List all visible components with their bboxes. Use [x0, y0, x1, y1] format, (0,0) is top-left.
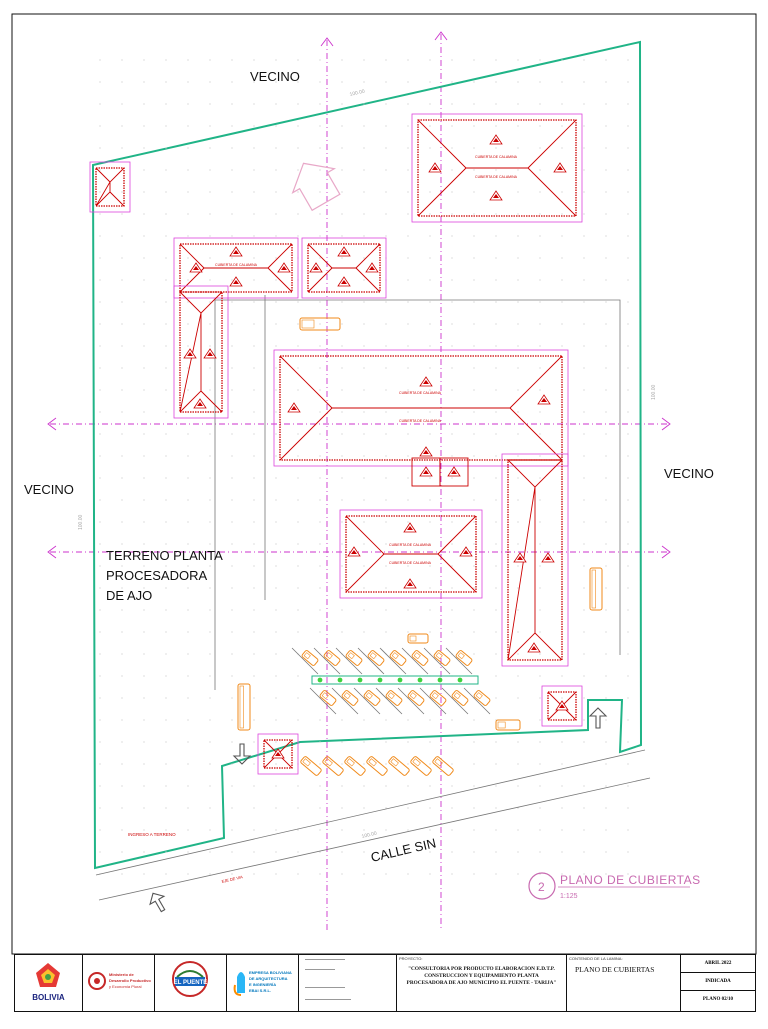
car-1 [407, 633, 429, 644]
svg-text:CUBIERTA DE CALAMINA: CUBIERTA DE CALAMINA [475, 175, 518, 179]
title-block: BOLIVIA Ministerio de Desarrollo Product… [14, 954, 756, 1012]
roof-guard-west [257, 733, 299, 775]
svg-text:CUBIERTA DE CALAMINA: CUBIERTA DE CALAMINA [215, 263, 258, 267]
parked-car-south [432, 756, 454, 776]
parked-car-south [410, 756, 432, 776]
vecino-right-label: VECINO [664, 466, 714, 481]
parked-car [451, 690, 469, 706]
parked-car-south [344, 756, 366, 776]
north-arrow-icon [291, 162, 341, 212]
plan-number-circle [528, 872, 556, 900]
axis-lines [50, 34, 668, 930]
parked-car [429, 690, 447, 706]
parked-car-south [322, 756, 344, 776]
parked-car [319, 690, 337, 706]
parked-car [345, 650, 363, 666]
plan-title: 2 PLANO DE CUBIERTAS 1:125 [528, 872, 701, 900]
calle-label: CALLE SIN [369, 835, 437, 865]
parked-car [323, 650, 341, 666]
axis-markers [47, 31, 671, 559]
project-line-1: "CONSULTORIA POR PRODUCTO ELABORACION E.… [408, 966, 555, 972]
dot-grid [99, 59, 629, 875]
project-line-2: CONSTRUCCION Y EQUIPAMIENTO PLANTA [424, 973, 539, 979]
dim-top: 100.00 [349, 89, 365, 98]
parked-car-south [366, 756, 388, 776]
property-boundary [91, 40, 643, 870]
terreno-label-3: DE AJO [106, 588, 152, 603]
vecino-top-label: VECINO [250, 69, 300, 84]
roof-building-west-top: CUBIERTA DE CALAMINA [173, 237, 299, 299]
parked-car-south [300, 756, 322, 776]
roof-building-small [89, 161, 131, 213]
parking-lot [291, 647, 491, 715]
parked-car [411, 650, 429, 666]
svg-text:CUBIERTA DE CALAMINA: CUBIERTA DE CALAMINA [389, 543, 432, 547]
lamina-cell: PLANO 02/10 [702, 997, 734, 1002]
dim-left: 100.00 [78, 514, 84, 530]
plan-number: 2 [538, 880, 545, 894]
parked-car [407, 690, 425, 706]
dim-bottom: 100.00 [361, 831, 377, 840]
contenido-box: CONTENIDO DE LA LAMINA: PLANO DE CUBIERT… [567, 955, 681, 1011]
plan-title-text: PLANO DE CUBIERTAS [560, 873, 701, 887]
truck-2 [237, 683, 251, 731]
entry-arrow-icon [149, 707, 608, 913]
street-lines [95, 295, 651, 901]
parked-car [385, 690, 403, 706]
parked-car [473, 690, 491, 706]
roof-building-main: CUBIERTA DE CALAMINA CUBIERTA DE CALAMINA [273, 349, 569, 467]
parked-car [363, 690, 381, 706]
logo-el-puente: EL PUENTE [155, 955, 227, 1011]
parked-car [433, 650, 451, 666]
project-line-3: PROCESADORA DE AJO MUNICIPIO EL PUENTE -… [406, 980, 557, 986]
parking-vehicles [237, 317, 603, 776]
eje-via-label: EJE DE VIA [221, 874, 243, 884]
plano-name: PLANO DE CUBIERTAS [575, 965, 655, 974]
escala-cell: INDICADA [681, 973, 755, 991]
plan-scale: 1:125 [560, 893, 578, 900]
truck-1 [299, 317, 341, 331]
svg-text:CUBIERTA DE CALAMINA: CUBIERTA DE CALAMINA [475, 155, 518, 159]
parked-car [455, 650, 473, 666]
logo-ministerio: Ministerio de Desarrollo Productivo y Ec… [83, 955, 155, 1011]
logo-ebai: EMPRESA BOLIVIANA DE ARQUITECTURA E INGE… [227, 955, 299, 1011]
roof-building-south: CUBIERTA DE CALAMINA CUBIERTA DE CALAMINA [339, 509, 483, 599]
logo-bolivia: BOLIVIA [15, 955, 83, 1011]
roof-guard-east [541, 685, 583, 727]
parked-car [301, 650, 319, 666]
svg-text:CUBIERTA DE CALAMINA: CUBIERTA DE CALAMINA [399, 419, 442, 423]
ingreso-label: INGRESO A TERRENO [128, 832, 176, 837]
roof-building-west-leg [173, 285, 229, 419]
project-box: PROYECTO: "CONSULTORIA POR PRODUCTO ELAB… [397, 955, 567, 1011]
truck-3 [589, 567, 603, 611]
vecino-left-label: VECINO [24, 482, 74, 497]
roof-building-center-small [301, 237, 387, 299]
parked-car-south [388, 756, 410, 776]
roof-building-north: CUBIERTA DE CALAMINA CUBIERTA DE CALAMINA [411, 113, 583, 223]
car-2 [495, 719, 521, 731]
dim-right: 100.00 [651, 384, 657, 400]
parked-car [389, 650, 407, 666]
sheet-border [11, 13, 757, 955]
svg-text:CUBIERTA DE CALAMINA: CUBIERTA DE CALAMINA [389, 561, 432, 565]
svg-text:CUBIERTA DE CALAMINA: CUBIERTA DE CALAMINA [399, 391, 442, 395]
fecha-cell: ABRIL 2022 [681, 955, 755, 973]
parked-car [367, 650, 385, 666]
roof-building-main-leg [411, 453, 569, 667]
signature-box [299, 955, 397, 1011]
terreno-label-2: PROCESADORA [106, 568, 207, 583]
logo-bolivia-text: BOLIVIA [32, 993, 65, 1002]
parked-car [341, 690, 359, 706]
terreno-label-1: TERRENO PLANTA [106, 548, 223, 563]
